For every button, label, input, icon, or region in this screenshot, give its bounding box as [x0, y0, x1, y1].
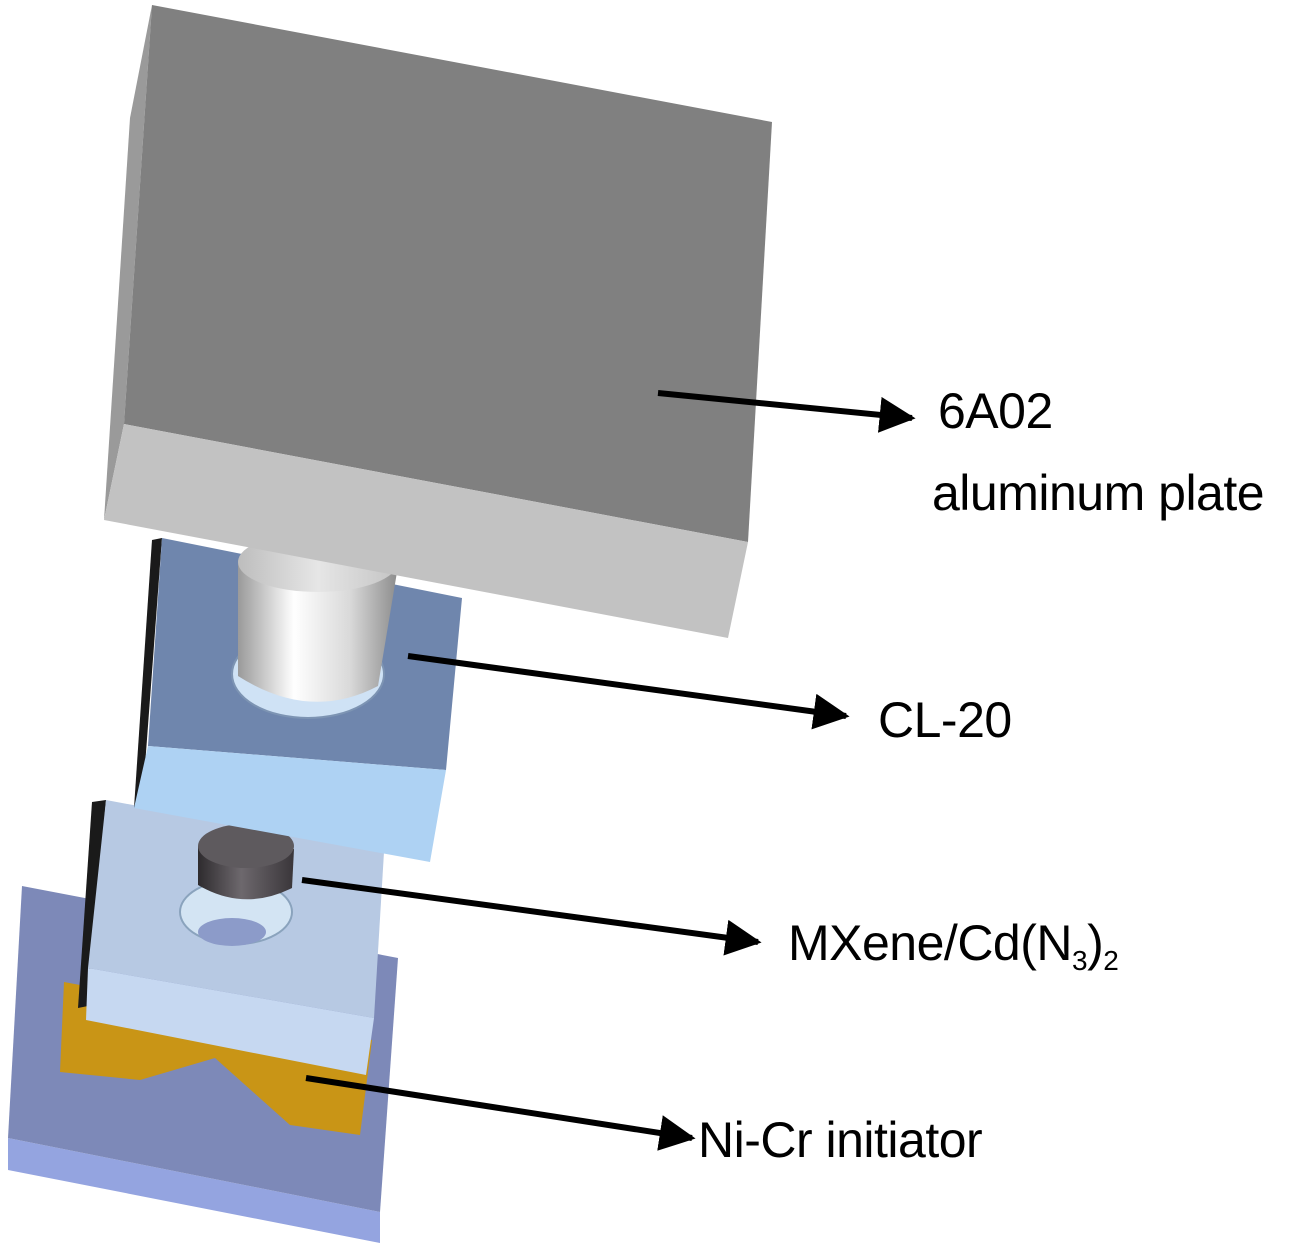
plate-side-face — [104, 5, 152, 520]
label-mxene-sub-2: 2 — [1103, 945, 1119, 976]
arrow-nicr — [305, 1075, 696, 1151]
mxene-charge-group — [179, 824, 294, 946]
mxene-holder-front — [86, 968, 374, 1075]
label-6a02: 6A02 — [938, 383, 1053, 439]
cl20-holder-side — [134, 538, 162, 808]
base-front-face — [8, 1138, 380, 1243]
cl20-holder-front — [134, 746, 446, 862]
arrow-cl20 — [407, 653, 850, 730]
plate-front-face — [124, 5, 772, 542]
mxene-cavity-floor — [198, 918, 266, 946]
label-mxene-cdn3: MXene/Cd(N3)2 — [788, 915, 1119, 976]
arrow-mxene — [301, 877, 762, 956]
label-mxene-main: MXene/Cd(N — [788, 915, 1073, 971]
mxene-charge-top — [198, 824, 294, 868]
plate-bottom-face — [104, 424, 748, 638]
arrow-plate — [657, 390, 916, 433]
label-aluminum-plate: aluminum plate — [932, 465, 1265, 521]
leader-arrows — [301, 390, 916, 1151]
label-mxene-close: ) — [1087, 915, 1104, 971]
aluminum-plate — [104, 5, 772, 638]
label-nicr-initiator: Ni-Cr initiator — [698, 1112, 983, 1168]
mxene-holder-side — [78, 800, 106, 1008]
label-mxene-sub-3: 3 — [1072, 945, 1088, 976]
cl20-cylinder-body — [238, 560, 398, 702]
label-cl20: CL-20 — [878, 692, 1012, 748]
